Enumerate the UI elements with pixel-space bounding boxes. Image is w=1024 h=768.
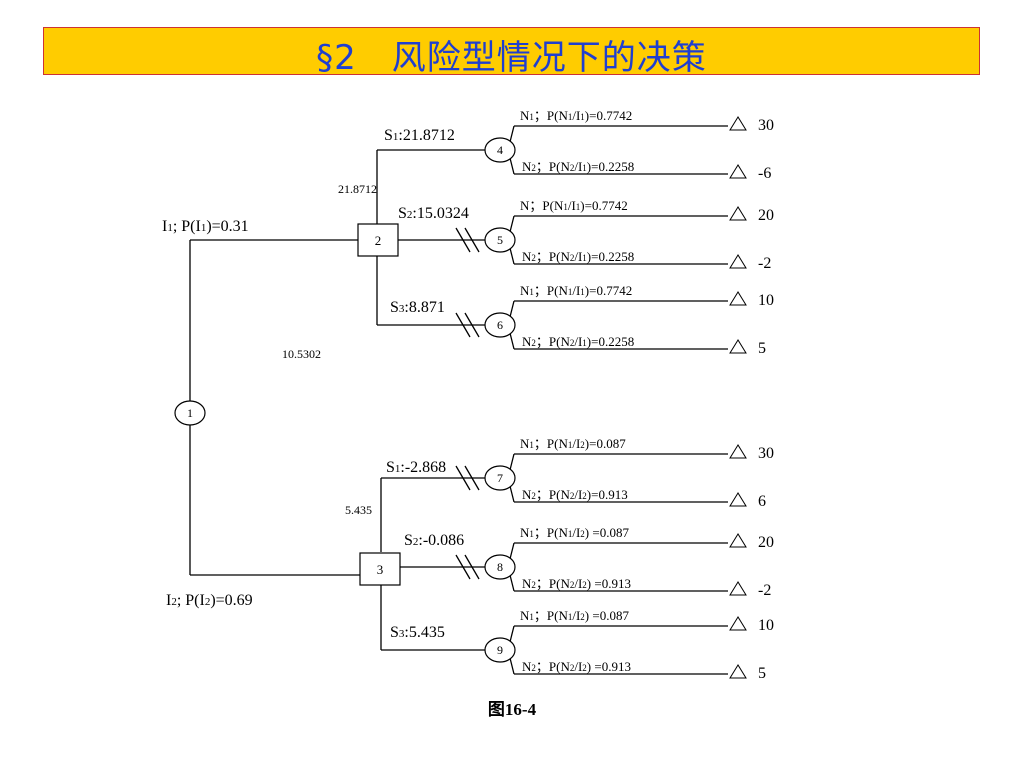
payoff-value-9-1: 10 xyxy=(758,617,774,634)
payoff-value-9-2: 5 xyxy=(758,665,766,682)
chance-node-9-shape xyxy=(484,637,516,663)
outcome-link-6-1 xyxy=(509,300,515,318)
payoff-value-7-2: 6 xyxy=(758,493,766,510)
outcome-label-7-2: N2；P(N2/I2)=0.913 xyxy=(522,487,628,503)
branch-label-2: I2; P(I2)=0.69 xyxy=(166,592,253,609)
pruned-mark-6-a xyxy=(455,312,471,338)
payoff-value-4-1: 30 xyxy=(758,117,774,134)
outcome-label-8-1: N1；P(N1/I2) =0.087 xyxy=(520,525,629,541)
payoff-value-7-1: 30 xyxy=(758,445,774,462)
outcome-link-8-2 xyxy=(509,574,515,592)
terminal-icon-8-2 xyxy=(729,581,747,596)
decision-node-2-label: 2 xyxy=(375,233,382,248)
figure-caption: 图16-4 xyxy=(487,700,537,719)
outcome-label-5-1: N；P(N1/I1)=0.7742 xyxy=(520,198,628,214)
terminal-icon-5-1 xyxy=(729,206,747,221)
pruned-mark-7-b xyxy=(464,465,480,491)
decision-node-3-shape xyxy=(359,552,401,586)
payoff-value-4-2: -6 xyxy=(758,165,771,182)
outcome-link-5-1 xyxy=(509,215,515,233)
payoff-value-5-1: 20 xyxy=(758,207,774,224)
outcome-label-6-2: N2；P(N2/I1)=0.2258 xyxy=(522,334,634,350)
pruned-mark-7-a xyxy=(455,465,471,491)
outcome-label-6-1: N1；P(N1/I1)=0.7742 xyxy=(520,283,632,299)
terminal-icon-8-1 xyxy=(729,533,747,548)
chance-node-6-shape xyxy=(484,312,516,338)
terminal-icon-9-2 xyxy=(729,664,747,679)
outcome-label-4-2: N2；P(N2/I1)=0.2258 xyxy=(522,159,634,175)
terminal-icon-7-1 xyxy=(729,444,747,459)
outcome-label-8-2: N2；P(N2/I2) =0.913 xyxy=(522,576,631,592)
terminal-icon-4-2 xyxy=(729,164,747,179)
outcome-label-5-2: N2；P(N2/I1)=0.2258 xyxy=(522,249,634,265)
strategy-label-4: S1:21.8712 xyxy=(384,127,455,144)
chance-node-8-label: 8 xyxy=(497,560,503,574)
terminal-icon-6-2 xyxy=(729,339,747,354)
outcome-link-4-1 xyxy=(509,125,515,143)
strategy-label-9: S3:5.435 xyxy=(390,624,445,641)
decision-node-3-label: 3 xyxy=(377,562,384,577)
terminal-icon-9-1 xyxy=(729,616,747,631)
page-title: §2 风险型情况下的决策 xyxy=(316,38,707,78)
chance-node-7-shape xyxy=(484,465,516,491)
title-bar: §2 风险型情况下的决策 xyxy=(43,27,980,78)
outcome-link-7-2 xyxy=(509,485,515,503)
pruned-mark-8-b xyxy=(464,554,480,580)
payoff-value-6-2: 5 xyxy=(758,340,766,357)
chance-node-5-label: 5 xyxy=(497,233,503,247)
decision-node-2-shape xyxy=(357,223,399,257)
root-node-shape xyxy=(174,400,206,426)
terminal-icon-6-1 xyxy=(729,291,747,306)
chance-node-9-label: 9 xyxy=(497,643,503,657)
payoff-value-6-1: 10 xyxy=(758,292,774,309)
pruned-mark-5-a xyxy=(455,227,471,253)
payoff-value-8-2: -2 xyxy=(758,582,771,599)
outcome-link-4-2 xyxy=(509,157,515,175)
outcome-label-9-1: N1；P(N1/I2) =0.087 xyxy=(520,608,629,624)
strategy-label-7: S1:-2.868 xyxy=(386,459,446,476)
terminal-icon-7-2 xyxy=(729,492,747,507)
outcome-link-8-1 xyxy=(509,542,515,560)
payoff-value-8-1: 20 xyxy=(758,534,774,551)
pruned-mark-8-a xyxy=(455,554,471,580)
strategy-label-6: S3:8.871 xyxy=(390,299,445,316)
outcome-label-4-1: N1；P(N1/I1)=0.7742 xyxy=(520,108,632,124)
strategy-label-5: S2:15.0324 xyxy=(398,205,469,222)
payoff-value-5-2: -2 xyxy=(758,255,771,272)
chance-node-5-shape xyxy=(484,227,516,253)
outcome-label-9-2: N2；P(N2/I2) =0.913 xyxy=(522,659,631,675)
root-node-label: 1 xyxy=(187,406,193,420)
chance-node-4-label: 4 xyxy=(497,143,503,157)
decision-value-2: 5.435 xyxy=(345,503,372,517)
pruned-mark-5-b xyxy=(464,227,480,253)
strategy-label-8: S2:-0.086 xyxy=(404,532,464,549)
pruned-mark-6-b xyxy=(464,312,480,338)
outcome-link-9-1 xyxy=(509,625,515,643)
root-expected-value: 10.5302 xyxy=(282,347,321,361)
outcome-link-5-2 xyxy=(509,247,515,265)
chance-node-7-label: 7 xyxy=(497,471,503,485)
outcome-link-7-1 xyxy=(509,453,515,471)
outcome-link-9-2 xyxy=(509,657,515,675)
outcome-label-7-1: N1；P(N1/I2)=0.087 xyxy=(520,436,626,452)
terminal-icon-5-2 xyxy=(729,254,747,269)
branch-label-1: I1; P(I1)=0.31 xyxy=(162,218,249,235)
terminal-icon-4-1 xyxy=(729,116,747,131)
chance-node-6-label: 6 xyxy=(497,318,503,332)
outcome-link-6-2 xyxy=(509,332,515,350)
chance-node-4-shape xyxy=(484,137,516,163)
decision-value-1: 21.8712 xyxy=(338,182,377,196)
chance-node-8-shape xyxy=(484,554,516,580)
